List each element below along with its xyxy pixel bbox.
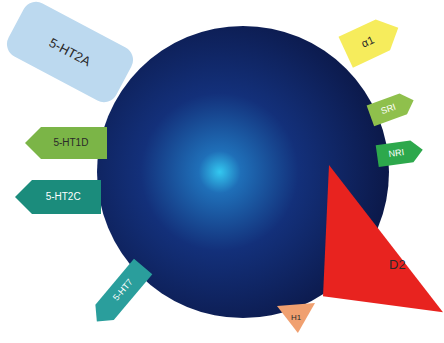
- receptor-shape: NRI: [376, 139, 425, 167]
- receptor-outline: [323, 165, 443, 325]
- receptor-fill: [277, 303, 315, 333]
- receptor-label: H1: [291, 314, 301, 322]
- receptor-label: D2: [389, 258, 406, 271]
- receptor-shape: 5-HT1D: [25, 127, 107, 159]
- receptor-fill: [15, 180, 101, 214]
- receptor-shape: D2: [323, 165, 443, 325]
- receptor-shape: α1: [339, 12, 406, 67]
- receptor-label: 5-HT2C: [46, 192, 81, 202]
- receptor-fill: [323, 165, 443, 312]
- receptor-label: 5-HT1D: [53, 138, 88, 148]
- receptor-fill: [88, 259, 153, 330]
- receptor-fill: [339, 12, 406, 67]
- receptor-shape: 5-HT7: [88, 259, 153, 330]
- receptor-fill: [376, 139, 425, 167]
- receptor-fill: [2, 0, 138, 107]
- receptor-shape: 5-HT2C: [15, 180, 101, 214]
- receptor-shape: H1: [277, 303, 315, 333]
- receptor-shape: SRI: [367, 90, 418, 126]
- receptor-fill: [25, 127, 107, 159]
- receptor-shape: 5-HT2A: [2, 0, 138, 107]
- receptor-fill: [367, 90, 418, 126]
